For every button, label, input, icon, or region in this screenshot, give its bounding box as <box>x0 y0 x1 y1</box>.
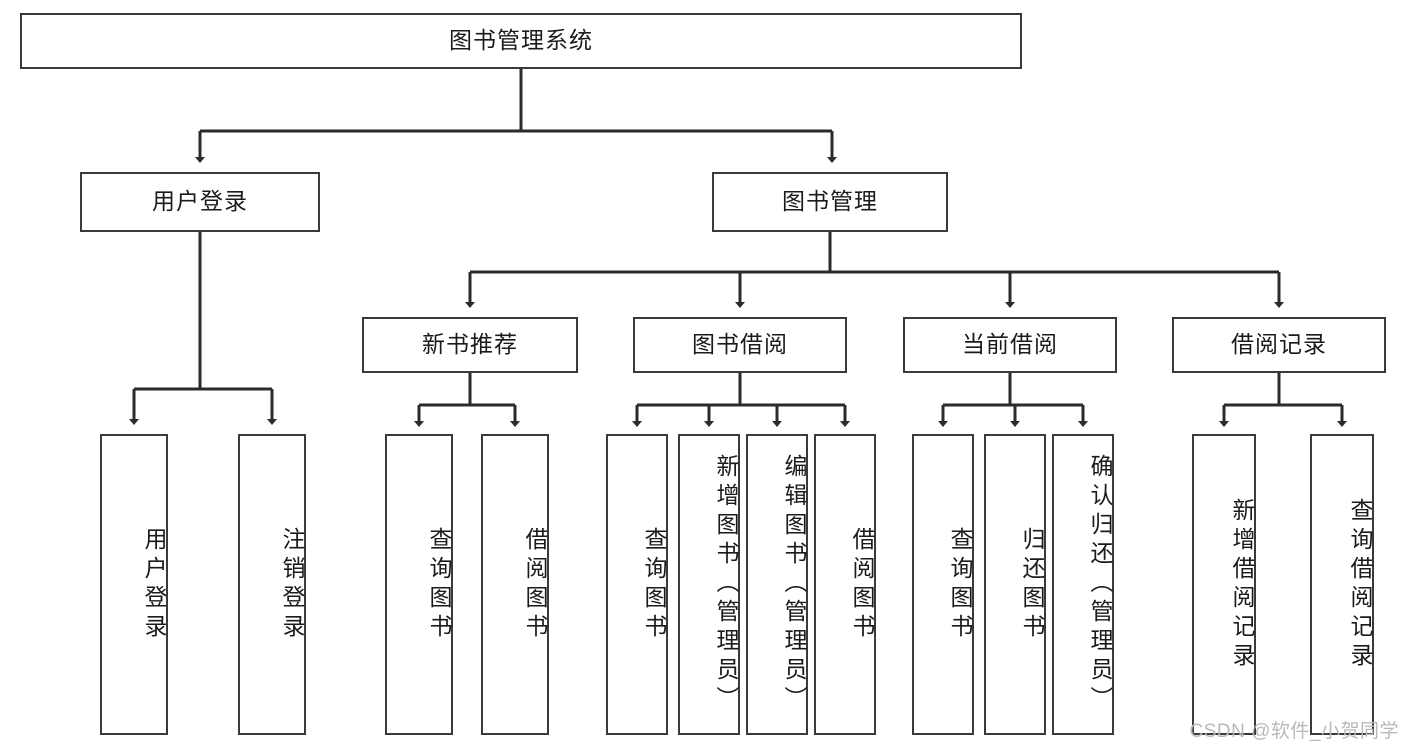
node-user-login-label: 用户登录 <box>152 188 248 215</box>
leaf-add-record[interactable]: 新增借阅记录 <box>1192 434 1256 735</box>
leaf-borrow-book-2-label: 借阅图书 <box>849 526 875 643</box>
leaf-query-book-3-label: 查询图书 <box>947 526 973 643</box>
leaf-query-book-1-label: 查询图书 <box>426 526 452 643</box>
leaf-add-book[interactable]: 新增图书（管理员） <box>678 434 740 735</box>
leaf-query-book-3[interactable]: 查询图书 <box>912 434 974 735</box>
node-root-label: 图书管理系统 <box>449 27 593 54</box>
leaf-return-book-label: 归还图书 <box>1019 526 1045 643</box>
leaf-add-record-label: 新增借阅记录 <box>1229 497 1255 672</box>
node-user-login[interactable]: 用户登录 <box>80 172 320 232</box>
leaf-borrow-book-2[interactable]: 借阅图书 <box>814 434 876 735</box>
leaf-query-record[interactable]: 查询借阅记录 <box>1310 434 1374 735</box>
leaf-user-logout-label: 注销登录 <box>279 526 305 643</box>
leaf-confirm-return[interactable]: 确认归还（管理员） <box>1052 434 1114 735</box>
leaf-query-book-2[interactable]: 查询图书 <box>606 434 668 735</box>
node-book-manage[interactable]: 图书管理 <box>712 172 948 232</box>
node-root[interactable]: 图书管理系统 <box>20 13 1022 69</box>
leaf-confirm-return-label: 确认归还（管理员） <box>1087 454 1113 715</box>
leaf-edit-book-label: 编辑图书（管理员） <box>781 454 807 715</box>
leaf-user-logout[interactable]: 注销登录 <box>238 434 306 735</box>
node-book-borrow-label: 图书借阅 <box>692 331 788 358</box>
leaf-query-book-2-label: 查询图书 <box>641 526 667 643</box>
watermark: CSDN @软件_小贺同学 <box>1189 721 1399 742</box>
node-borrow-record[interactable]: 借阅记录 <box>1172 317 1386 373</box>
node-new-book-recommend[interactable]: 新书推荐 <box>362 317 578 373</box>
leaf-edit-book[interactable]: 编辑图书（管理员） <box>746 434 808 735</box>
node-book-manage-label: 图书管理 <box>782 188 878 215</box>
leaf-query-record-label: 查询借阅记录 <box>1347 497 1373 672</box>
node-book-borrow[interactable]: 图书借阅 <box>633 317 847 373</box>
node-current-borrow-label: 当前借阅 <box>962 331 1058 358</box>
node-new-book-recommend-label: 新书推荐 <box>422 331 518 358</box>
node-borrow-record-label: 借阅记录 <box>1231 331 1327 358</box>
leaf-user-login-label: 用户登录 <box>141 526 167 643</box>
leaf-add-book-label: 新增图书（管理员） <box>713 454 739 715</box>
leaf-borrow-book-1[interactable]: 借阅图书 <box>481 434 549 735</box>
leaf-return-book[interactable]: 归还图书 <box>984 434 1046 735</box>
leaf-borrow-book-1-label: 借阅图书 <box>522 526 548 643</box>
leaf-query-book-1[interactable]: 查询图书 <box>385 434 453 735</box>
leaf-user-login[interactable]: 用户登录 <box>100 434 168 735</box>
node-current-borrow[interactable]: 当前借阅 <box>903 317 1117 373</box>
